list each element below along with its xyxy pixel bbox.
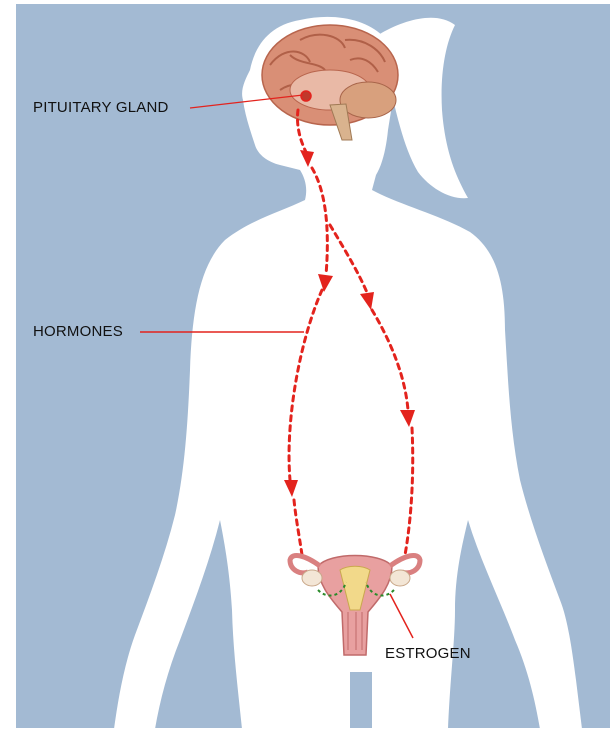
pituitary-gland-label: PITUITARY GLAND xyxy=(33,99,169,116)
estrogen-label: ESTROGEN xyxy=(385,645,471,662)
hormones-label: HORMONES xyxy=(33,323,123,340)
